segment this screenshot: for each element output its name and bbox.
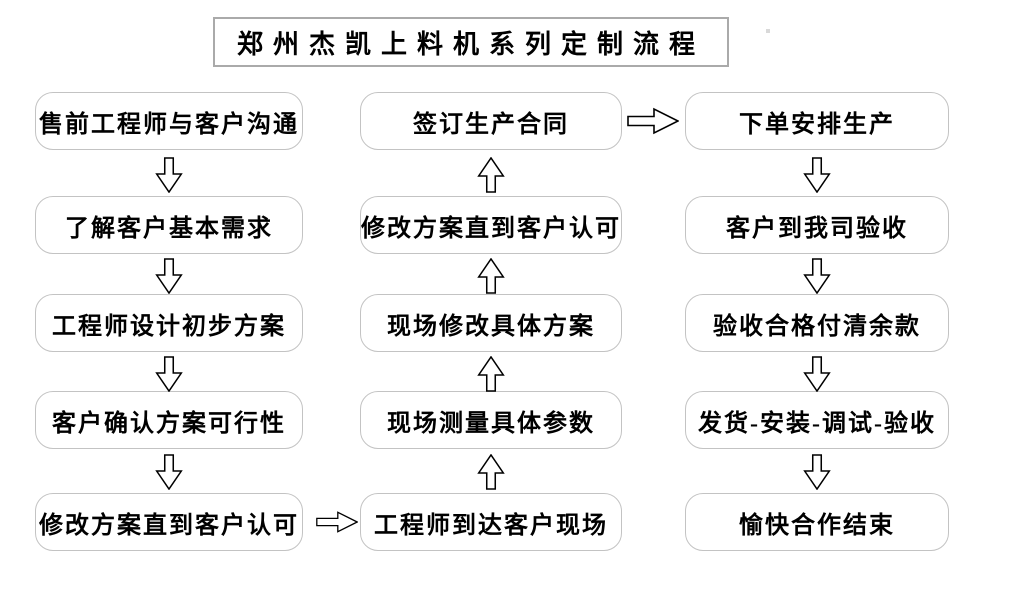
arrow-up-icon	[476, 454, 506, 490]
arrow-up-icon	[476, 258, 506, 294]
step-cooperation-complete: 愉快合作结束	[685, 493, 949, 551]
step-customer-acceptance-visit: 客户到我司验收	[685, 196, 949, 254]
speck-artifact	[766, 29, 770, 33]
arrow-up-icon	[476, 356, 506, 392]
step-presales-communication: 售前工程师与客户沟通	[35, 92, 303, 150]
arrow-down-icon	[802, 258, 832, 294]
arrow-down-icon	[154, 356, 184, 392]
arrow-down-icon	[154, 157, 184, 193]
arrow-down-icon	[802, 356, 832, 392]
step-engineer-preliminary-design: 工程师设计初步方案	[35, 294, 303, 352]
arrow-down-icon	[802, 157, 832, 193]
arrow-up-icon	[476, 157, 506, 193]
step-revise-until-approved-2: 修改方案直到客户认可	[360, 196, 622, 254]
step-sign-production-contract: 签订生产合同	[360, 92, 622, 150]
step-onsite-modify-plan: 现场修改具体方案	[360, 294, 622, 352]
arrow-right-icon	[627, 106, 679, 136]
step-onsite-measure-parameters: 现场测量具体参数	[360, 391, 622, 449]
arrow-right-icon	[316, 508, 358, 536]
arrow-down-icon	[154, 454, 184, 490]
step-pay-balance: 验收合格付清余款	[685, 294, 949, 352]
arrow-down-icon	[154, 258, 184, 294]
step-understand-needs: 了解客户基本需求	[35, 196, 303, 254]
step-place-order-production: 下单安排生产	[685, 92, 949, 150]
arrow-down-icon	[802, 454, 832, 490]
step-ship-install-debug-accept: 发货-安装-调试-验收	[685, 391, 949, 449]
step-engineer-arrives-site: 工程师到达客户现场	[360, 493, 622, 551]
step-customer-confirm-feasibility: 客户确认方案可行性	[35, 391, 303, 449]
step-revise-until-approved-1: 修改方案直到客户认可	[35, 493, 303, 551]
flowchart-title: 郑州杰凯上料机系列定制流程	[213, 17, 729, 67]
